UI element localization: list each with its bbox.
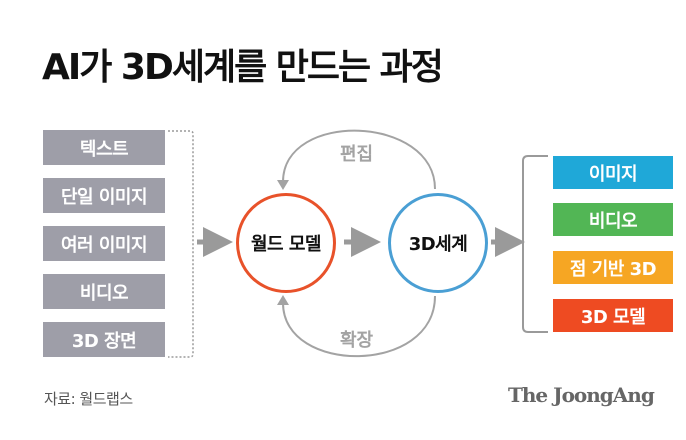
edit-label: 편집: [340, 144, 374, 165]
output-video: 비디오: [553, 203, 673, 236]
source-credit: 자료: 월드랩스: [44, 390, 133, 408]
input-3d-scene: 3D 장면: [43, 322, 165, 357]
edit-loop-arrow: [282, 129, 436, 190]
input-bracket: [168, 130, 194, 358]
input-video: 비디오: [43, 274, 165, 309]
world-model-node: 월드 모델: [236, 193, 336, 293]
output-3d-model: 3D 모델: [553, 299, 673, 332]
output-point-3d: 점 기반 3D: [553, 251, 673, 284]
input-single-image: 단일 이미지: [43, 178, 165, 213]
expand-loop-arrow: [282, 295, 436, 358]
output-bracket: [522, 155, 548, 333]
brand-logo: The JoongAng: [508, 383, 655, 407]
3d-world-node: 3D세계: [388, 193, 488, 293]
input-text: 텍스트: [43, 130, 165, 165]
page-title: AI가 3D세계를 만드는 과정: [42, 47, 444, 88]
expand-label: 확장: [340, 330, 374, 351]
input-multiple-images: 여러 이미지: [43, 226, 165, 261]
output-image: 이미지: [553, 156, 673, 189]
